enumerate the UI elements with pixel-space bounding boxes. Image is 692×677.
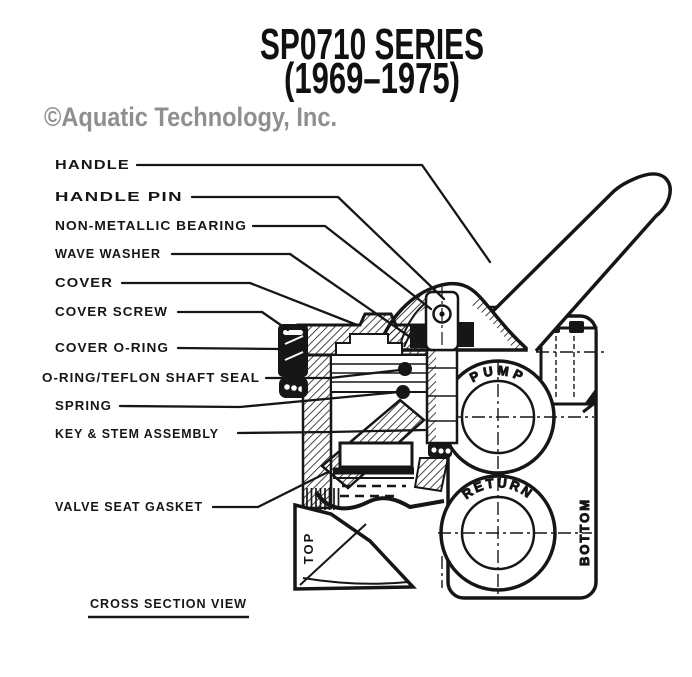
valve-body: PUMP RETURN BOTTOM [438, 305, 604, 600]
mounting-boss [539, 321, 598, 414]
bottom-marking: BOTTOM [577, 498, 592, 566]
body-foot [293, 502, 417, 591]
stem-assembly [396, 284, 474, 493]
part-label-cover: COVER [55, 275, 113, 290]
page-title-line2: (1969–1975) [284, 54, 460, 103]
wave-washer-section [403, 331, 429, 350]
part-label-handle: HANDLE [55, 157, 130, 172]
part-label-cover-screw: COVER SCREW [55, 304, 168, 319]
copyright-text: ©Aquatic Technology, Inc. [44, 102, 337, 132]
handle [485, 172, 672, 353]
cross-section-caption: CROSS SECTION VIEW [90, 596, 247, 611]
centerlines [438, 351, 604, 598]
leader-cover [120, 281, 359, 327]
part-label-wave-washer: WAVE WASHER [55, 246, 161, 261]
top-marking: TOP [301, 532, 316, 565]
header: SP0710 SERIES (1969–1975) ©Aquatic Techn… [44, 20, 484, 132]
leader-key-stem [236, 428, 427, 435]
part-label-handle-pin: HANDLE PIN [55, 189, 183, 204]
leader-spring [118, 390, 401, 409]
leader-handle-pin [190, 195, 446, 301]
part-label-cover-o-ring: COVER O-RING [55, 340, 169, 355]
page-title-line1: SP0710 SERIES [260, 20, 484, 69]
leader-cover-o-ring [176, 346, 283, 351]
cover-assembly: TOP [278, 312, 457, 591]
part-labels: HANDLE HANDLE PIN NON-METALLIC BEARING W… [42, 157, 260, 514]
caption-group: CROSS SECTION VIEW [88, 596, 249, 619]
part-label-spring: SPRING [55, 398, 112, 413]
leader-non-metallic-bearing [251, 224, 433, 311]
leader-shaft-seal [264, 368, 402, 380]
part-label-o-ring-teflon-shaft-seal: O-RING/TEFLON SHAFT SEAL [42, 370, 260, 385]
spring-section [396, 385, 410, 399]
part-label-valve-seat-gasket: VALVE SEAT GASKET [55, 499, 203, 514]
valve-seat-gasket-section [333, 467, 414, 498]
shaft-seal-section [398, 362, 412, 376]
leader-handle [135, 163, 492, 264]
leader-cover-screw [176, 310, 290, 332]
leader-wave-washer [170, 252, 412, 339]
leader-lines [118, 163, 492, 509]
leader-valve-seat-gasket [211, 470, 330, 509]
part-label-non-metallic-bearing: NON-METALLIC BEARING [55, 218, 247, 233]
part-label-key-stem-assembly: KEY & STEM ASSEMBLY [55, 426, 219, 441]
